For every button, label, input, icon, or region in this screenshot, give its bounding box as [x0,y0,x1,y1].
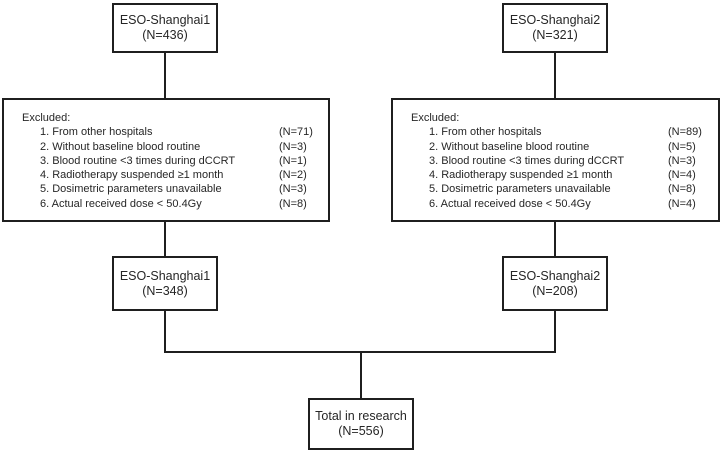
connector-cohort2-initial-to-excluded [554,53,556,98]
box-cohort1-initial: ESO-Shanghai1 (N=436) [112,3,218,53]
exclusion-item: 2. Without baseline blood routine (N=5) [411,140,718,154]
exclusion-item: 2. Without baseline blood routine (N=3) [22,140,328,154]
box-cohort2-excluded: Excluded: 1. From other hospitals (N=89)… [391,98,720,222]
box-cohort2-after-exclusion: ESO-Shanghai2 (N=208) [502,256,608,311]
cohort2-excluded-header: Excluded: [411,112,460,124]
exclusion-item-text: 3. Blood routine <3 times during dCCRT [40,154,236,167]
box-cohort1-after-exclusion: ESO-Shanghai1 (N=348) [112,256,218,311]
exclusion-item-text: 1. From other hospitals [429,126,542,139]
exclusion-item: 3. Blood routine <3 times during dCCRT (… [22,154,328,168]
cohort2-after-n: (N=208) [532,283,578,298]
exclusion-item: 6. Actual received dose < 50.4Gy (N=8) [22,197,328,211]
cohort2-initial-n: (N=321) [532,28,578,42]
exclusion-item-text: 3. Blood routine <3 times during dCCRT [429,154,625,167]
connector-cohort2-after-to-merge [554,311,556,353]
exclusion-item: 1. From other hospitals (N=71) [22,125,328,139]
exclusion-item-count: (N=2) [279,169,307,182]
exclusion-item-count: (N=8) [668,183,696,196]
exclusion-item-text: 5. Dosimetric parameters unavailable [429,183,611,196]
cohort1-initial-n: (N=436) [142,28,188,42]
exclusion-item-text: 2. Without baseline blood routine [40,140,201,153]
connector-cohort1-excluded-to-after [164,222,166,256]
connector-merge-to-total [360,351,362,398]
exclusion-item: 1. From other hospitals (N=89) [411,125,718,139]
exclusion-item-text: 6. Actual received dose < 50.4Gy [429,197,591,210]
exclusion-item-text: 1. From other hospitals [40,126,153,139]
exclusion-item-count: (N=5) [668,140,696,153]
cohort1-after-name: ESO-Shanghai1 [119,268,211,283]
exclusion-item: 6. Actual received dose < 50.4Gy (N=4) [411,197,718,211]
connector-cohort2-excluded-to-after [554,222,556,256]
total-name: Total in research [315,409,407,423]
exclusion-item-count: (N=89) [668,126,702,139]
box-total-in-research: Total in research (N=556) [308,398,414,450]
exclusion-item: 4. Radiotherapy suspended ≥1 month (N=4) [411,168,718,182]
exclusion-item-count: (N=8) [279,197,307,210]
exclusion-item-count: (N=3) [279,183,307,196]
exclusion-item: 4. Radiotherapy suspended ≥1 month (N=2) [22,168,328,182]
exclusion-item-count: (N=4) [668,169,696,182]
cohort2-initial-name: ESO-Shanghai2 [509,13,601,27]
box-cohort1-excluded: Excluded: 1. From other hospitals (N=71)… [2,98,330,222]
box-cohort2-initial: ESO-Shanghai2 (N=321) [502,3,608,53]
exclusion-item: 5. Dosimetric parameters unavailable (N=… [411,182,718,196]
exclusion-item-text: 2. Without baseline blood routine [429,140,590,153]
exclusion-item-count: (N=1) [279,154,307,167]
exclusion-item-count: (N=4) [668,197,696,210]
connector-cohort1-after-to-merge [164,311,166,353]
exclusion-item-text: 4. Radiotherapy suspended ≥1 month [429,169,613,182]
exclusion-item-count: (N=71) [279,126,313,139]
total-n: (N=556) [338,424,384,438]
exclusion-item-text: 6. Actual received dose < 50.4Gy [40,197,202,210]
cohort1-excluded-header: Excluded: [22,112,71,124]
cohort2-after-name: ESO-Shanghai2 [509,268,601,283]
exclusion-item: 5. Dosimetric parameters unavailable (N=… [22,182,328,196]
exclusion-item-count: (N=3) [279,140,307,153]
cohort1-after-n: (N=348) [142,283,188,298]
exclusion-item-count: (N=3) [668,154,696,167]
exclusion-item-text: 5. Dosimetric parameters unavailable [40,183,222,196]
connector-cohort1-initial-to-excluded [164,53,166,98]
exclusion-item-text: 4. Radiotherapy suspended ≥1 month [40,169,224,182]
exclusion-item: 3. Blood routine <3 times during dCCRT (… [411,154,718,168]
cohort1-initial-name: ESO-Shanghai1 [119,13,211,27]
